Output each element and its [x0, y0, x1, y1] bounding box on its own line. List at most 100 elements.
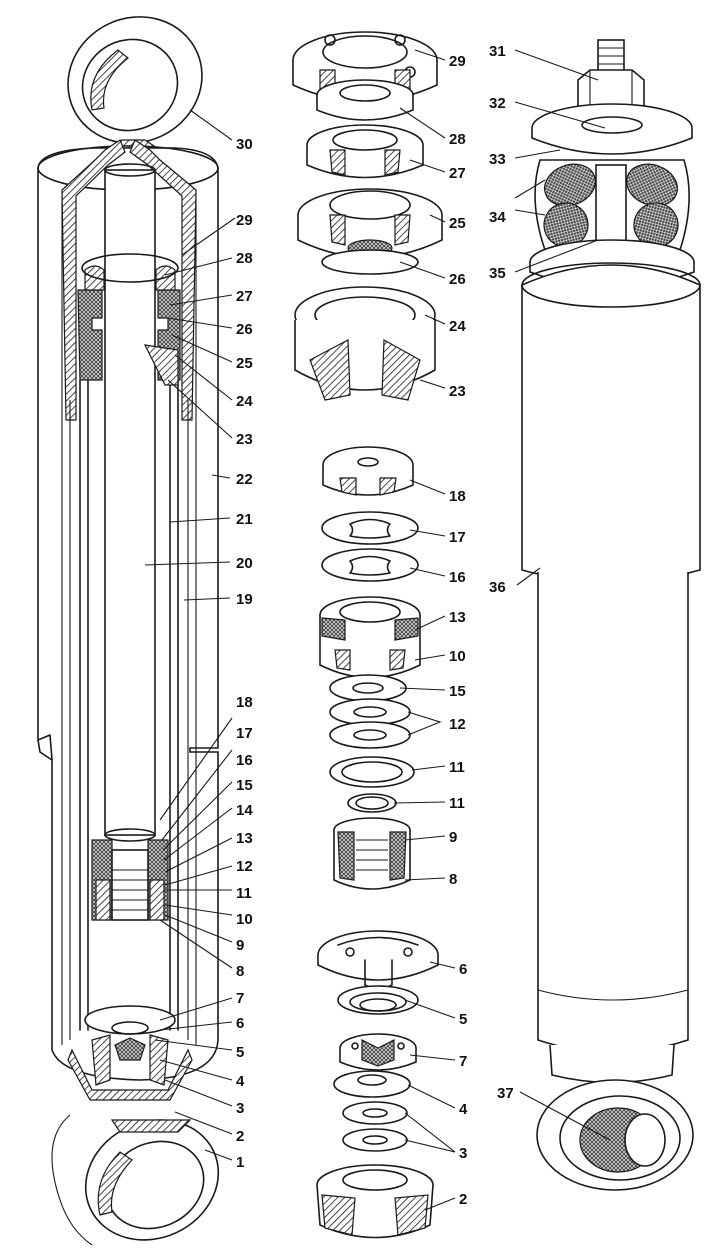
part-9-8-spring-nut	[333, 817, 411, 890]
part-6-cage	[317, 930, 439, 990]
part-3-discs	[342, 1101, 408, 1152]
label-5-exploded: 5	[459, 1011, 467, 1028]
label-21: 21	[236, 511, 253, 528]
label-4: 4	[236, 1073, 245, 1090]
label-27: 27	[236, 288, 253, 305]
label-14: 14	[236, 802, 253, 819]
part-17-plate	[321, 511, 419, 545]
shock-body	[521, 262, 701, 1084]
label-16: 16	[236, 752, 253, 769]
label-3-exploded: 3	[459, 1145, 467, 1162]
assembled-shock-absorber	[521, 39, 701, 1191]
part-28-seal	[316, 79, 414, 121]
label-1: 1	[236, 1154, 244, 1171]
part-25-rod-guide	[297, 188, 443, 259]
base-valve-assembly	[67, 1005, 193, 1101]
part-12-discs	[329, 698, 411, 749]
label-18: 18	[236, 694, 253, 711]
exploded-piston-group	[319, 446, 421, 890]
exploded-base-valve-group	[316, 930, 439, 1239]
label-17: 17	[236, 725, 253, 742]
label-28: 28	[236, 250, 253, 267]
lower-eye-bushing	[51, 1114, 220, 1246]
part-13-10-piston	[319, 596, 421, 679]
label-11-exploded-upper: 11	[449, 759, 465, 776]
label-30: 30	[236, 136, 253, 153]
label-15-exploded: 15	[449, 683, 466, 700]
piston-assembly	[91, 839, 169, 921]
rod-guide-assembly	[77, 253, 181, 386]
leader-lines	[144, 49, 611, 1211]
label-29: 29	[236, 212, 253, 229]
label-7: 7	[236, 990, 244, 1007]
label-19: 19	[236, 591, 253, 608]
part-15-washer	[329, 674, 407, 702]
label-16-exploded: 16	[449, 569, 466, 586]
label-22: 22	[236, 471, 253, 488]
label-13: 13	[236, 830, 253, 847]
lower-eye-assembled	[536, 1079, 694, 1191]
part-11-ring-upper	[329, 756, 415, 788]
dust-cover-left-wall	[61, 139, 126, 421]
label-9-exploded: 9	[449, 829, 457, 846]
label-10: 10	[236, 911, 253, 928]
label-8-exploded: 8	[449, 871, 457, 888]
part-4-disc	[333, 1070, 411, 1098]
label-29-exploded: 29	[449, 53, 466, 70]
upper-washer	[531, 103, 693, 155]
callout-labels: 30 29 28 27 26 25 24 23 22 21 20 19 18 1…	[236, 43, 514, 1208]
label-25-exploded: 25	[449, 215, 466, 232]
label-24: 24	[236, 393, 253, 410]
part-18-nut	[322, 446, 414, 496]
label-34: 34	[489, 209, 506, 226]
label-12: 12	[236, 858, 253, 875]
label-26: 26	[236, 321, 253, 338]
label-15: 15	[236, 777, 253, 794]
label-2: 2	[236, 1128, 244, 1145]
part-26-washer	[321, 249, 419, 275]
label-20: 20	[236, 555, 253, 572]
label-17-exploded: 17	[449, 529, 466, 546]
part-7-valve-body	[339, 1033, 417, 1071]
label-23: 23	[236, 431, 253, 448]
label-12-exploded: 12	[449, 716, 466, 733]
label-6: 6	[236, 1015, 244, 1032]
label-11-exploded-lower: 11	[449, 795, 465, 812]
label-36: 36	[489, 579, 506, 596]
label-31: 31	[489, 43, 506, 60]
label-8: 8	[236, 963, 244, 980]
upper-eye-bushing	[67, 16, 203, 151]
label-4-exploded: 4	[459, 1101, 468, 1118]
label-10-exploded: 10	[449, 648, 466, 665]
label-7-exploded: 7	[459, 1053, 467, 1070]
rubber-cushions	[534, 159, 690, 251]
label-26-exploded: 26	[449, 271, 466, 288]
label-13-exploded: 13	[449, 609, 466, 626]
part-23-bushing	[294, 320, 436, 401]
label-2-exploded: 2	[459, 1191, 467, 1208]
label-24-exploded: 24	[449, 318, 466, 335]
label-27-exploded: 27	[449, 165, 466, 182]
part-16-plate	[321, 548, 419, 582]
label-11: 11	[236, 885, 252, 902]
cutaway-shock-absorber	[37, 16, 220, 1246]
part-27-ring	[306, 124, 424, 179]
part-2-base	[316, 1164, 434, 1239]
label-9: 9	[236, 937, 244, 954]
label-6-exploded: 6	[459, 961, 467, 978]
dust-cover-right-wall	[129, 139, 197, 421]
part-11-ring-lower	[347, 793, 397, 813]
label-23-exploded: 23	[449, 383, 466, 400]
piston-rod	[104, 163, 156, 842]
label-37: 37	[497, 1085, 514, 1102]
exploded-top-group	[292, 31, 443, 401]
label-32: 32	[489, 95, 506, 112]
part-5-spring	[337, 985, 419, 1015]
label-5: 5	[236, 1044, 244, 1061]
label-18-exploded: 18	[449, 488, 466, 505]
label-35: 35	[489, 265, 506, 282]
label-33: 33	[489, 151, 506, 168]
tubes	[69, 379, 189, 1040]
